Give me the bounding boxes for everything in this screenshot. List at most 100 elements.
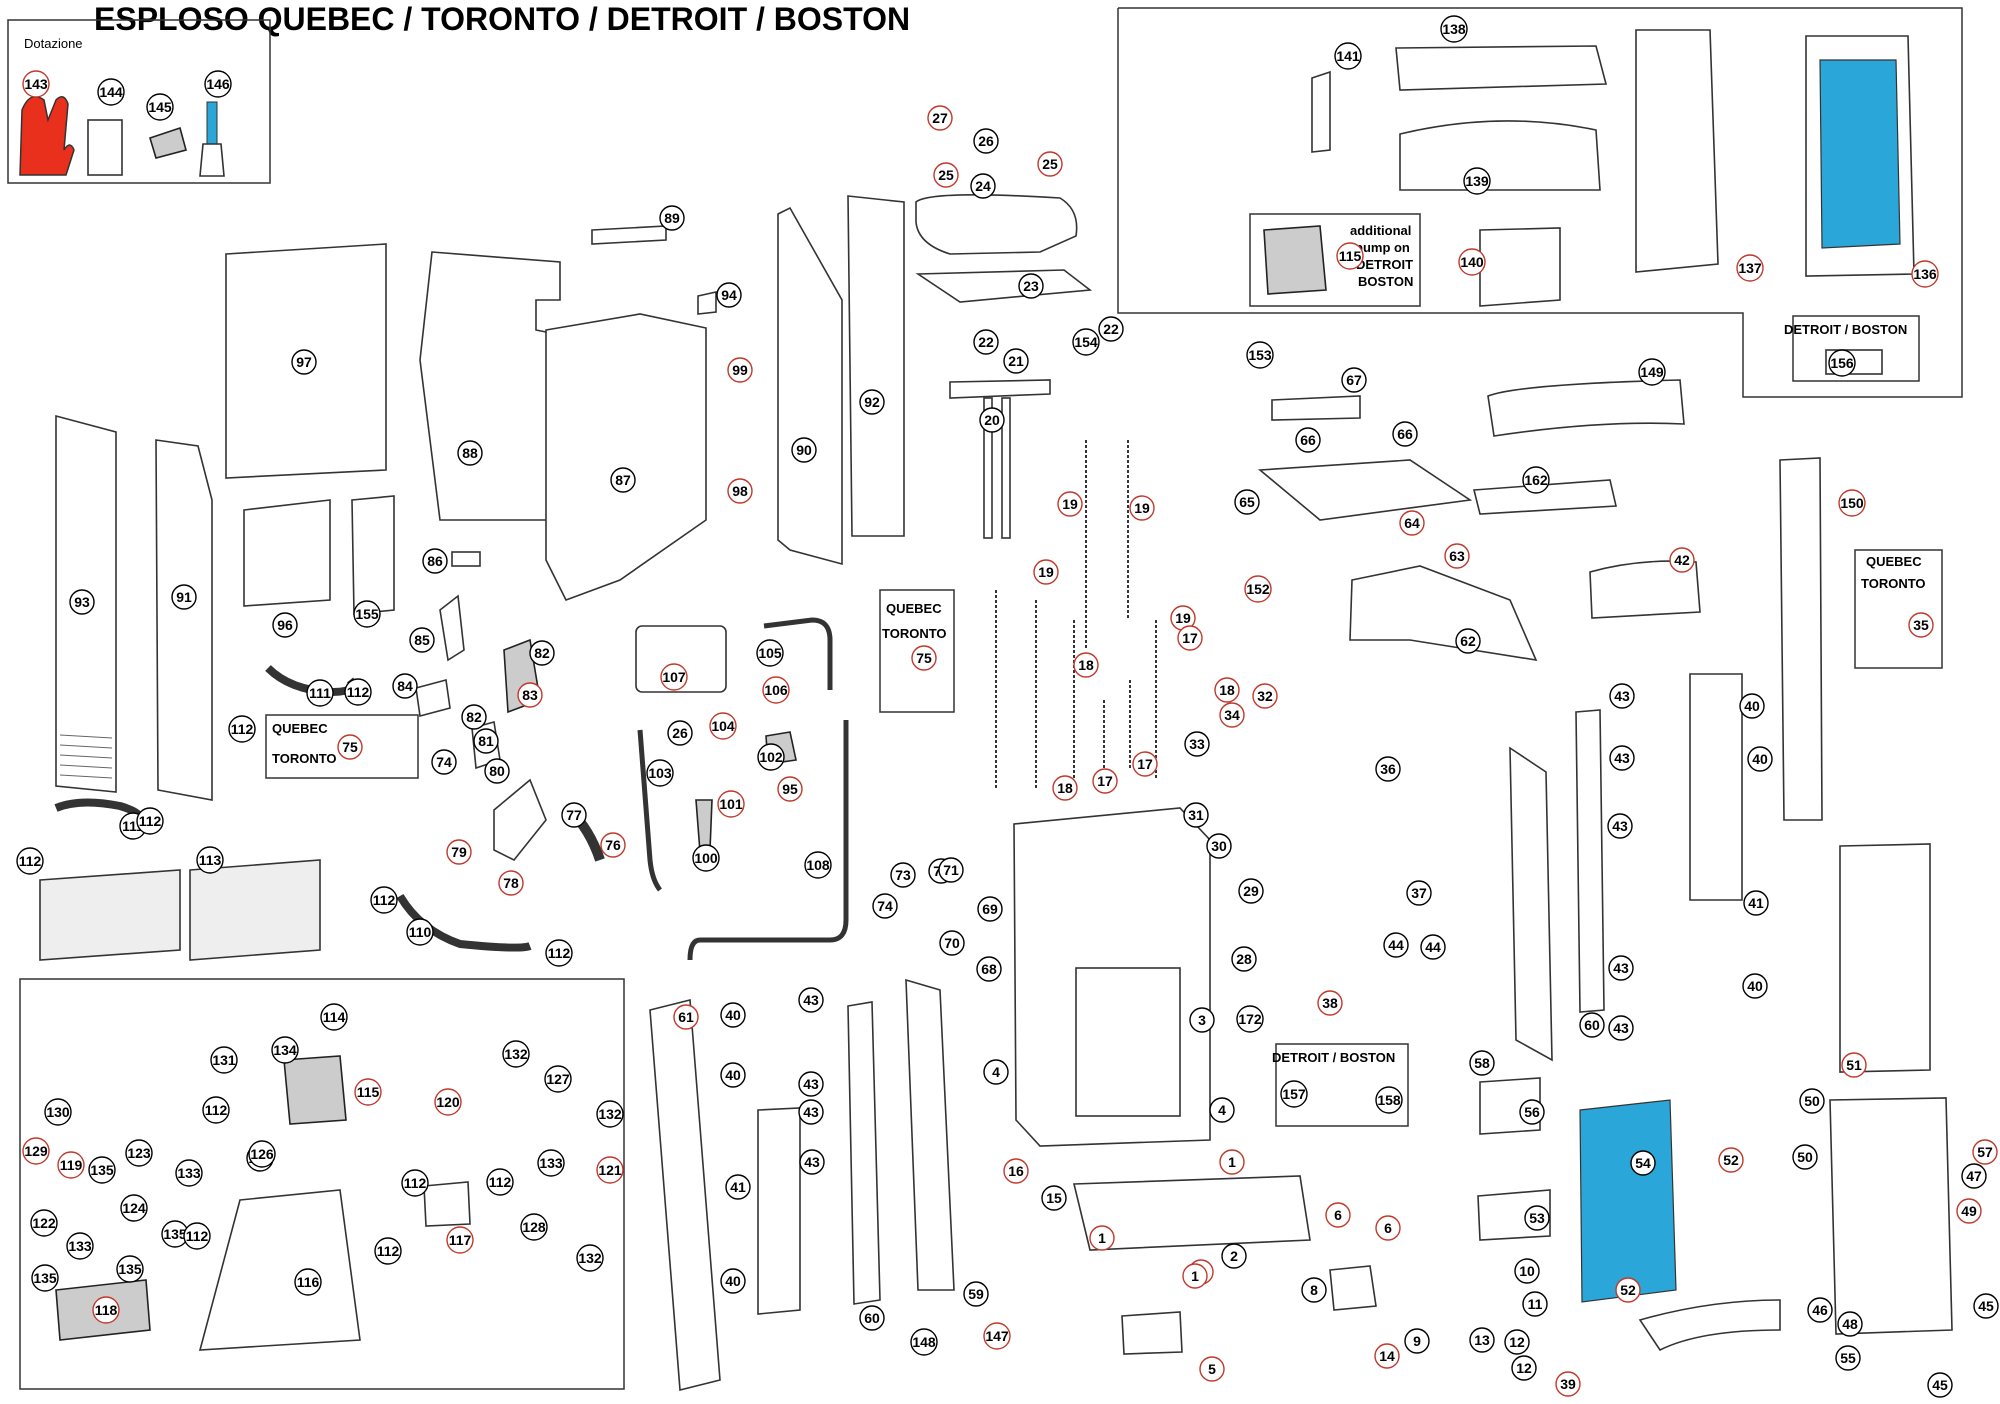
part-number: 40 <box>1747 978 1763 994</box>
part-number: 107 <box>662 669 686 685</box>
firebox-opening <box>1075 967 1181 1117</box>
part-number: 32 <box>1257 688 1273 704</box>
part-callout-circle <box>502 1040 530 1068</box>
part-callout: 115 <box>354 1078 382 1106</box>
part-callout-circle <box>1927 1372 1953 1398</box>
part-number: 3 <box>1198 1012 1206 1028</box>
part-callout: 18 <box>1073 652 1099 678</box>
part-callout: 76 <box>600 832 626 858</box>
part-number: 39 <box>1560 1376 1576 1392</box>
part-number: 155 <box>355 606 379 622</box>
part-callout-circle <box>1129 495 1155 521</box>
part-callout-circle <box>1511 1355 1537 1381</box>
part-callout: 103 <box>646 759 674 787</box>
part-callout-circle <box>610 467 636 493</box>
part-callout-circle <box>1132 751 1158 777</box>
part-number: 136 <box>1913 266 1937 282</box>
part-callout-circle <box>457 440 483 466</box>
part-number: 90 <box>796 442 812 458</box>
additional-pump-line2: pump on <box>1355 240 1410 255</box>
part-number: 143 <box>24 76 48 92</box>
part-callout-circle <box>933 162 959 188</box>
part-number: 10 <box>1519 1263 1535 1279</box>
part-callout: 112 <box>228 715 256 743</box>
part-number: 30 <box>1211 838 1227 854</box>
part-number: 40 <box>725 1007 741 1023</box>
top-65 <box>1257 459 1473 521</box>
part-number: 5 <box>1208 1361 1216 1377</box>
part-callout-circle <box>291 349 317 375</box>
part-callout-circle <box>183 1222 211 1250</box>
part-callout-circle <box>660 663 688 691</box>
part-number: 36 <box>1380 761 1396 777</box>
part-callout: 101 <box>717 790 745 818</box>
door-137 <box>1635 29 1719 273</box>
part-callout-circle <box>977 896 1003 922</box>
part-callout: 83 <box>517 682 543 708</box>
part-140 <box>1479 227 1561 307</box>
part-number: 1 <box>1228 1154 1236 1170</box>
part-number: 63 <box>1449 548 1465 564</box>
part-callout-circle <box>272 612 298 638</box>
part-number: 134 <box>273 1042 297 1058</box>
part-number: 57 <box>1977 1144 1993 1160</box>
part-callout-circle <box>720 1062 746 1088</box>
part-number: 135 <box>163 1226 187 1242</box>
part-number: 138 <box>1442 21 1466 37</box>
part-callout: 6 <box>1325 1202 1351 1228</box>
part-number: 43 <box>1613 1020 1629 1036</box>
part-number: 145 <box>148 99 172 115</box>
part-number: 105 <box>758 645 782 661</box>
part-number: 79 <box>451 844 467 860</box>
part-callout: 150 <box>1838 489 1866 517</box>
part-number: 51 <box>1846 1057 1862 1073</box>
part-callout: 132 <box>576 1244 604 1272</box>
part-number: 40 <box>1752 751 1768 767</box>
part-callout: 25 <box>1037 151 1063 177</box>
side-panel-61 <box>649 998 721 1392</box>
part-callout: 112 <box>401 1169 429 1197</box>
part-callout-circle <box>1399 510 1425 536</box>
part-number: 119 <box>60 1157 83 1173</box>
part-callout-circle <box>1743 890 1769 916</box>
part-number: 81 <box>478 733 494 749</box>
part-callout-circle <box>204 70 232 98</box>
part-callout-circle <box>646 759 674 787</box>
part-callout-circle <box>545 939 573 967</box>
part-callout-circle <box>720 1002 746 1028</box>
duct-85 <box>439 594 465 662</box>
part-callout: 52 <box>1718 1147 1744 1173</box>
part-callout: 44 <box>1383 932 1409 958</box>
part-callout-circle <box>798 1099 824 1125</box>
part-callout: 46 <box>1807 1297 1833 1323</box>
part-number: 62 <box>1460 633 1476 649</box>
part-callout: 85 <box>409 627 435 653</box>
part-number: 33 <box>1189 736 1205 752</box>
part-number: 8 <box>1310 1282 1318 1298</box>
part-callout-circle <box>1375 1086 1403 1114</box>
part-callout-circle <box>1236 1005 1264 1033</box>
part-number: 122 <box>32 1215 56 1231</box>
part-callout-circle <box>1607 813 1633 839</box>
pump-115 <box>1263 225 1327 295</box>
part-callout: 17 <box>1132 751 1158 777</box>
part-number: 135 <box>33 1270 57 1286</box>
part-callout: 18 <box>1214 677 1240 703</box>
part-callout: 93 <box>69 589 95 615</box>
part-callout: 57 <box>1972 1139 1998 1165</box>
part-number: 148 <box>912 1334 936 1350</box>
part-callout: 97 <box>291 349 317 375</box>
quebec-toronto-box-center <box>879 589 955 713</box>
part-number: 64 <box>1404 515 1420 531</box>
part-callout: 127 <box>544 1065 572 1093</box>
part-number: 43 <box>1614 750 1630 766</box>
part-callout: 82 <box>529 640 555 666</box>
part-number: 133 <box>177 1165 201 1181</box>
part-callout-circle <box>1073 652 1099 678</box>
part-number: 28 <box>1236 951 1252 967</box>
part-number: 124 <box>122 1200 146 1216</box>
kickplate-39 <box>1638 1299 1781 1352</box>
hydraulic-unit-left <box>39 869 181 961</box>
part-callout-circle <box>537 1149 565 1177</box>
side-frame-150 <box>1779 457 1823 821</box>
